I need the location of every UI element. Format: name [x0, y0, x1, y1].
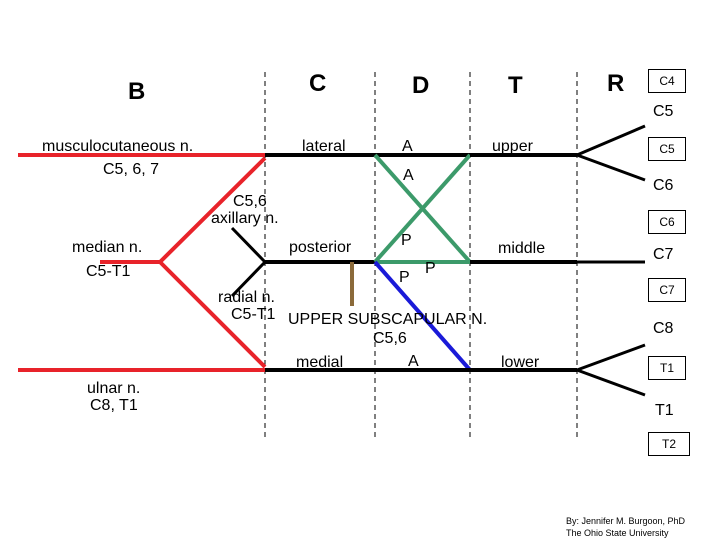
cord-lateral-label: lateral: [302, 138, 346, 155]
division-a-middle: A: [403, 167, 414, 184]
header-divisions: D: [412, 72, 430, 99]
middle-anterior-division: [373, 153, 472, 264]
division-a-upper: A: [402, 138, 413, 155]
musculocutaneous-roots: C5, 6, 7: [103, 161, 160, 178]
root-c6-box: C6: [648, 210, 686, 234]
ulnar-label: ulnar n.: [87, 380, 141, 397]
trunk-upper-label: upper: [492, 138, 533, 155]
institution-line: The Ohio State University: [566, 528, 669, 538]
header-trunks: T: [508, 72, 523, 99]
cord-medial-label: medial: [296, 354, 344, 371]
root-t1-label: T1: [655, 402, 674, 419]
median-medial-link: [158, 260, 267, 369]
musculocutaneous-label: musculocutaneous n.: [42, 138, 194, 155]
root-c5-label: C5: [653, 103, 674, 120]
subscapular-roots: C5,6: [373, 330, 407, 347]
division-a-lower: A: [408, 353, 419, 370]
root-c6-line: [576, 153, 646, 182]
axillary-nerve-line: [230, 226, 267, 264]
subscapular-label: UPPER SUBSCAPULAR N.: [288, 311, 488, 328]
root-c5-line: [576, 124, 646, 157]
division-p-lower: P: [425, 260, 436, 277]
radial-roots: C5-T1: [231, 306, 276, 323]
median-label: median n.: [72, 239, 143, 256]
radial-label: radial n.: [218, 289, 275, 306]
header-branches: B: [128, 78, 146, 105]
root-c6-label: C6: [653, 177, 674, 194]
root-c7-label: C7: [653, 246, 674, 263]
header-roots: R: [607, 70, 625, 97]
author-credit: By: Jennifer M. Burgoon, PhD The Ohio St…: [566, 515, 716, 539]
root-c8-line: [576, 343, 646, 372]
cord-posterior-label: posterior: [289, 239, 352, 256]
division-p-middle: P: [399, 269, 410, 286]
trunk-lower-label: lower: [501, 354, 540, 371]
radial-nerve-line: [230, 260, 267, 298]
author-line: By: Jennifer M. Burgoon, PhD: [566, 516, 686, 526]
root-t1-line: [576, 368, 646, 397]
ulnar-roots: C8, T1: [90, 397, 138, 414]
median-roots: C5-T1: [86, 263, 131, 280]
division-p-upper: P: [401, 232, 412, 249]
axillary-roots: C5,6: [233, 193, 267, 210]
root-c7-box: C7: [648, 278, 686, 302]
root-t2-box: T2: [648, 432, 690, 456]
lower-posterior-division: [373, 260, 472, 372]
header-cords: C: [309, 70, 327, 97]
trunk-middle-label: middle: [498, 240, 546, 257]
root-c4-box: C4: [648, 69, 686, 93]
axillary-label: axillary n.: [211, 210, 279, 227]
root-t1-box: T1: [648, 356, 686, 380]
root-c8-label: C8: [653, 320, 674, 337]
root-c5-box: C5: [648, 137, 686, 161]
